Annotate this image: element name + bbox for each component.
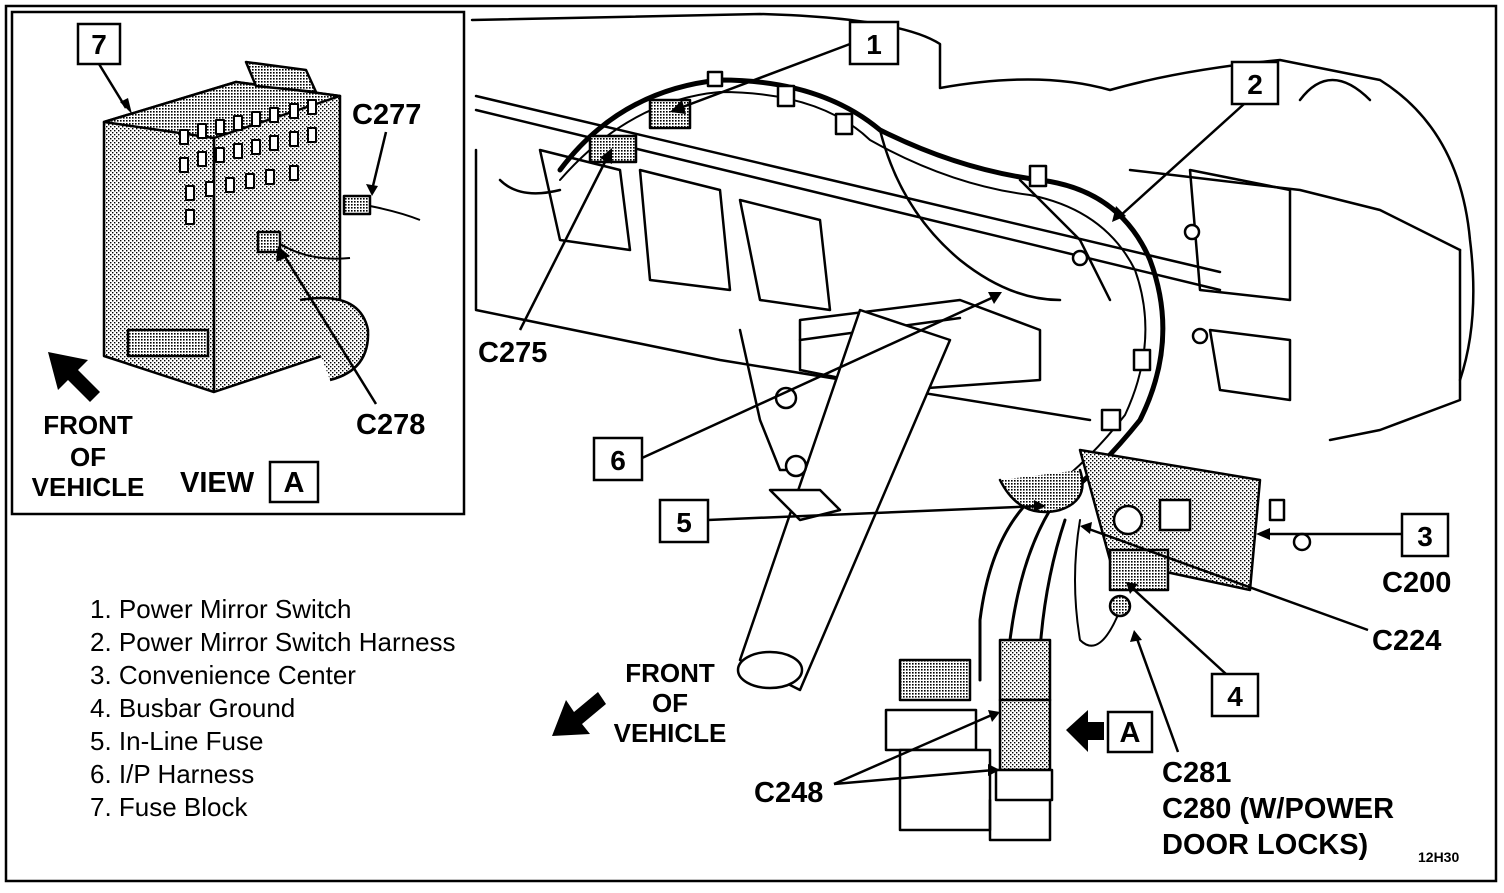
- leader-7: [97, 63, 128, 109]
- main-front-label-1: FRONT: [625, 658, 715, 688]
- figure-code: 12H30: [1418, 849, 1459, 865]
- callout-box-4: [1210, 672, 1260, 718]
- legend-item-3: 3. Convenience Center: [90, 660, 356, 690]
- legend-item-6: 6. I/P Harness: [90, 759, 254, 789]
- legend-item-2: 2. Power Mirror Switch Harness: [90, 627, 456, 657]
- callout-box-6: [592, 436, 644, 482]
- main-front-arrow-icon: [552, 692, 606, 736]
- outer-frame: [4, 4, 1498, 883]
- main-connector-labels: C275 C200 C224 C248 C281 C280 (W/POWER D…: [478, 148, 1451, 861]
- leader-c275: [518, 155, 610, 331]
- leader-c278: [280, 251, 378, 405]
- main-front-label-2: OF: [652, 688, 688, 718]
- legend-item-1: 1. Power Mirror Switch: [90, 594, 352, 624]
- callout-number-2: 2: [1247, 69, 1263, 100]
- view-letter-box: [268, 460, 320, 504]
- legend-item-5: 5. In-Line Fuse: [90, 726, 263, 756]
- callout-box-3: [1400, 512, 1450, 558]
- inset-front-label-1: FRONT: [43, 410, 133, 440]
- leader-5: [707, 504, 1041, 522]
- leader-2: [1119, 103, 1245, 217]
- legend-item-4: 4. Busbar Ground: [90, 693, 295, 723]
- legend-item-7: 7. Fuse Block: [90, 792, 249, 822]
- inset-front-label-3: VEHICLE: [32, 472, 145, 502]
- connector-label-c200: C200: [1382, 567, 1451, 599]
- inset-frame: [10, 10, 466, 516]
- legend: 1. Power Mirror Switch 2. Power Mirror S…: [90, 594, 456, 822]
- connector-label-c224: C224: [1372, 625, 1441, 657]
- connector-label-c277: C277: [352, 99, 421, 131]
- leader-4: [1129, 585, 1227, 675]
- main-front-label-3: VEHICLE: [614, 718, 727, 748]
- callout-number-6: 6: [610, 445, 626, 476]
- connector-label-c275: C275: [478, 337, 547, 369]
- fuse-block-drawing: [102, 60, 421, 394]
- view-letter: A: [284, 467, 305, 499]
- inset-view-a: 7 C277 C278 FRONT OF VEHICLE VIEW A: [32, 22, 425, 504]
- leader-c248-a: [833, 712, 995, 786]
- connector-label-c281: C281: [1162, 757, 1231, 789]
- callout-number-4: 4: [1227, 681, 1243, 712]
- leader-c281: [1134, 635, 1180, 753]
- leader-c248-b: [833, 768, 995, 786]
- connector-label-c278: C278: [356, 409, 425, 441]
- callout-number-5: 5: [676, 507, 692, 538]
- connector-label-c280-line1: C280 (W/POWER: [1162, 793, 1394, 825]
- connector-label-c248: C248: [754, 777, 823, 809]
- leader-c277: [370, 131, 388, 191]
- callout-box-5: [658, 498, 710, 544]
- view-label: VIEW: [180, 467, 255, 499]
- view-ref-letter: A: [1120, 717, 1141, 749]
- callout-number-7: 7: [91, 29, 107, 60]
- callout-box-2: [1230, 60, 1280, 106]
- view-ref-arrow-icon: [1066, 710, 1104, 752]
- main-callouts: 1 2 3 4 5 6: [592, 20, 1450, 718]
- leader-6: [641, 294, 997, 460]
- leader-c224: [1085, 526, 1369, 632]
- callout-number-3: 3: [1417, 521, 1433, 552]
- callout-number-1: 1: [866, 29, 882, 60]
- front-arrow-icon: [48, 352, 100, 402]
- inset-front-label-2: OF: [70, 442, 106, 472]
- leader-1: [679, 42, 851, 110]
- view-ref-box: [1106, 710, 1154, 754]
- connector-label-c280-line2: DOOR LOCKS): [1162, 829, 1368, 861]
- callout-box-1: [848, 20, 900, 66]
- instrument-panel-drawing: [470, 12, 1475, 842]
